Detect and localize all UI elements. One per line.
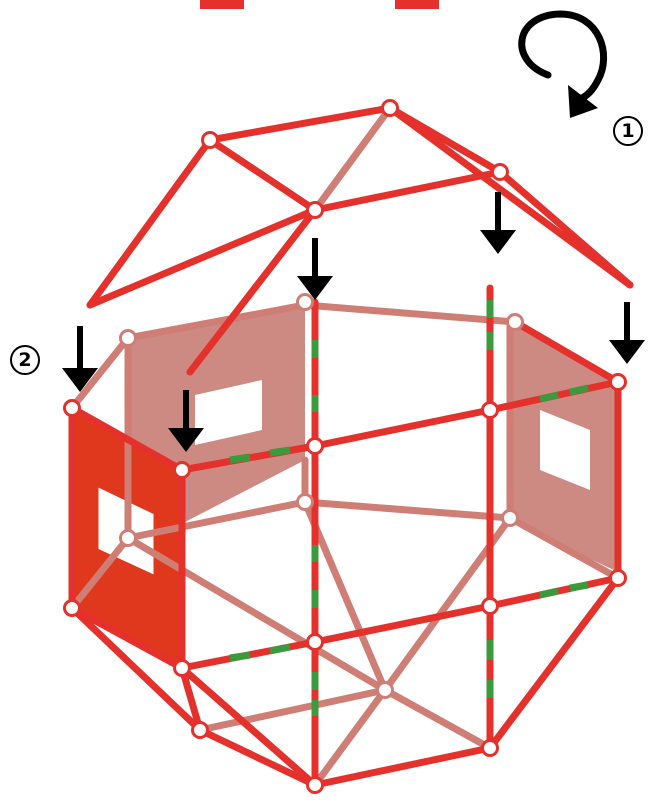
node	[306, 776, 324, 794]
node	[306, 201, 324, 219]
down-arrow-icon	[480, 192, 516, 254]
node	[491, 163, 509, 181]
node	[306, 633, 324, 651]
header-mark-right	[395, 0, 439, 9]
node	[119, 329, 137, 347]
node	[63, 399, 81, 417]
node	[501, 509, 519, 527]
panel-right	[508, 322, 618, 572]
node	[201, 131, 219, 149]
node	[481, 739, 499, 757]
node	[173, 461, 191, 479]
green-connectors	[229, 300, 589, 716]
node	[296, 293, 314, 311]
node	[173, 659, 191, 677]
node	[191, 721, 209, 739]
roof-frame	[86, 104, 634, 376]
placement-arrows	[62, 192, 645, 452]
node	[506, 313, 524, 331]
node	[609, 373, 627, 391]
node	[381, 99, 399, 117]
header-mark-left	[200, 0, 244, 9]
down-arrow-icon	[297, 238, 333, 300]
down-arrow-icon	[168, 390, 204, 452]
panels	[70, 305, 618, 671]
node	[376, 681, 394, 699]
node	[481, 597, 499, 615]
node	[306, 437, 324, 455]
rotate-clockwise-arrow-icon	[518, 10, 608, 118]
node	[481, 401, 499, 419]
step-label-1: 1	[613, 116, 643, 146]
node	[296, 493, 314, 511]
down-arrow-icon	[609, 302, 645, 364]
node	[119, 529, 137, 547]
node	[609, 569, 627, 587]
down-arrow-icon	[62, 326, 98, 392]
joint-nodes	[63, 99, 627, 794]
node	[63, 599, 81, 617]
step-label-2: 2	[10, 345, 40, 375]
